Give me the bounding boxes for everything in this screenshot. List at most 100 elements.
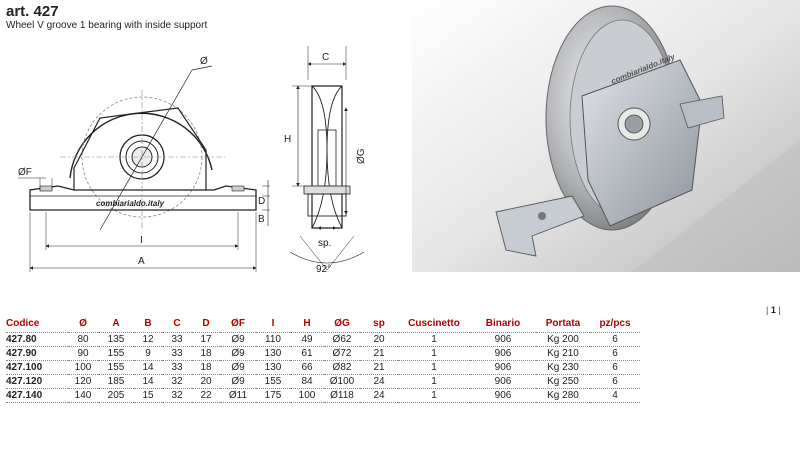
- col-header: pz/pcs: [599, 318, 631, 329]
- col-header: Cuscinetto: [408, 318, 460, 329]
- dim-angle: 92°: [316, 264, 331, 275]
- table-cell: 90: [68, 346, 98, 361]
- table-cell: 155: [256, 374, 290, 389]
- table-cell: 20: [192, 374, 220, 389]
- col-header: sp: [373, 318, 385, 329]
- col-header: Binario: [485, 318, 521, 329]
- col-header: H: [303, 318, 311, 329]
- table-cell: 906: [470, 346, 536, 361]
- table-cell: 18: [192, 346, 220, 361]
- table-cell: 84: [290, 374, 324, 389]
- dim-phiG: ØG: [356, 148, 367, 164]
- dim-phiF: ØF: [18, 167, 32, 178]
- col-header: D: [202, 318, 210, 329]
- col-header: Ø: [79, 318, 87, 329]
- table-cell: 1: [398, 360, 470, 375]
- page-title: art. 427: [6, 3, 59, 20]
- table-cell: Ø11: [220, 388, 256, 403]
- dim-H: H: [284, 134, 291, 145]
- table-cell: Ø9: [220, 332, 256, 347]
- dim-A: A: [138, 256, 145, 267]
- table-cell: Ø9: [220, 374, 256, 389]
- table-cell: 14: [134, 374, 162, 389]
- table-cell: Ø100: [324, 374, 360, 389]
- table-cell: 205: [98, 388, 134, 403]
- table-cell: 6: [590, 374, 640, 389]
- table-cell: 12: [134, 332, 162, 347]
- table-cell: 32: [162, 374, 192, 389]
- table-cell: 140: [68, 388, 98, 403]
- table-row: 427.80 80 135 12 33 17 Ø9 110 49 Ø62 20 …: [6, 332, 640, 347]
- col-header: Portata: [545, 318, 581, 329]
- table-cell: 155: [98, 346, 134, 361]
- table-cell: 155: [98, 360, 134, 375]
- page-subtitle: Wheel V groove 1 bearing with inside sup…: [6, 20, 208, 31]
- table-row: 427.90 90 155 9 33 18 Ø9 130 61 Ø72 21 1…: [6, 346, 640, 361]
- dim-D: D: [258, 196, 265, 207]
- cell-code: 427.120: [6, 374, 68, 389]
- col-header: ØG: [334, 318, 350, 329]
- product-photo: combiarialdo.italy: [412, 0, 800, 272]
- dim-B: B: [258, 214, 265, 225]
- cell-code: 427.90: [6, 346, 68, 361]
- dim-C: C: [322, 52, 329, 63]
- table-cell: 135: [98, 332, 134, 347]
- cell-code: 427.140: [6, 388, 68, 403]
- dim-phi: Ø: [200, 56, 208, 67]
- page-number-link[interactable]: 1: [770, 305, 776, 315]
- cell-code: 427.100: [6, 360, 68, 375]
- table-cell: 24: [360, 374, 398, 389]
- table-cell: Kg 280: [536, 388, 590, 403]
- dim-I: I: [140, 235, 143, 246]
- table-cell: 80: [68, 332, 98, 347]
- table-cell: 21: [360, 360, 398, 375]
- table-row: 427.100 100 155 14 33 18 Ø9 130 66 Ø82 2…: [6, 360, 640, 375]
- col-header: I: [271, 318, 275, 329]
- table-cell: 1: [398, 388, 470, 403]
- table-cell: 33: [162, 332, 192, 347]
- cell-code: 427.80: [6, 332, 68, 347]
- table-cell: 110: [256, 332, 290, 347]
- table-cell: 100: [68, 360, 98, 375]
- table-cell: 49: [290, 332, 324, 347]
- col-header: A: [112, 318, 120, 329]
- drawing-logo: combiarialdo.italy: [96, 199, 165, 208]
- table-cell: 1: [398, 332, 470, 347]
- side-view: C H ØG sp. 92°: [284, 46, 367, 275]
- col-header: ØF: [231, 318, 245, 329]
- table-cell: 1: [398, 374, 470, 389]
- table-cell: 906: [470, 360, 536, 375]
- table-cell: 66: [290, 360, 324, 375]
- table-cell: 6: [590, 360, 640, 375]
- table-cell: 906: [470, 388, 536, 403]
- col-header: Codice: [6, 318, 40, 329]
- table-cell: Ø9: [220, 360, 256, 375]
- table-row: 427.120 120 185 14 32 20 Ø9 155 84 Ø100 …: [6, 374, 640, 389]
- table-cell: Ø62: [324, 332, 360, 347]
- table-cell: 33: [162, 346, 192, 361]
- table-cell: 22: [192, 388, 220, 403]
- table-cell: 21: [360, 346, 398, 361]
- table-cell: 1: [398, 346, 470, 361]
- table-cell: 15: [134, 388, 162, 403]
- table-cell: Ø82: [324, 360, 360, 375]
- table-cell: Ø72: [324, 346, 360, 361]
- table-cell: Kg 230: [536, 360, 590, 375]
- table-cell: 185: [98, 374, 134, 389]
- table-cell: 32: [162, 388, 192, 403]
- table-cell: Kg 200: [536, 332, 590, 347]
- table-cell: Ø9: [220, 346, 256, 361]
- spec-table: Codice Ø A B C D ØF I H ØG sp Cuscinetto…: [6, 317, 640, 403]
- table-cell: 20: [360, 332, 398, 347]
- table-cell: 17: [192, 332, 220, 347]
- front-view: Ø ØF combiarialdo.italy B D I A: [18, 56, 270, 272]
- table-cell: 130: [256, 360, 290, 375]
- table-cell: 130: [256, 346, 290, 361]
- table-cell: Ø118: [324, 388, 360, 403]
- table-cell: 4: [590, 388, 640, 403]
- table-cell: 6: [590, 332, 640, 347]
- table-cell: 906: [470, 332, 536, 347]
- col-header: B: [144, 318, 152, 329]
- table-cell: 120: [68, 374, 98, 389]
- table-cell: 18: [192, 360, 220, 375]
